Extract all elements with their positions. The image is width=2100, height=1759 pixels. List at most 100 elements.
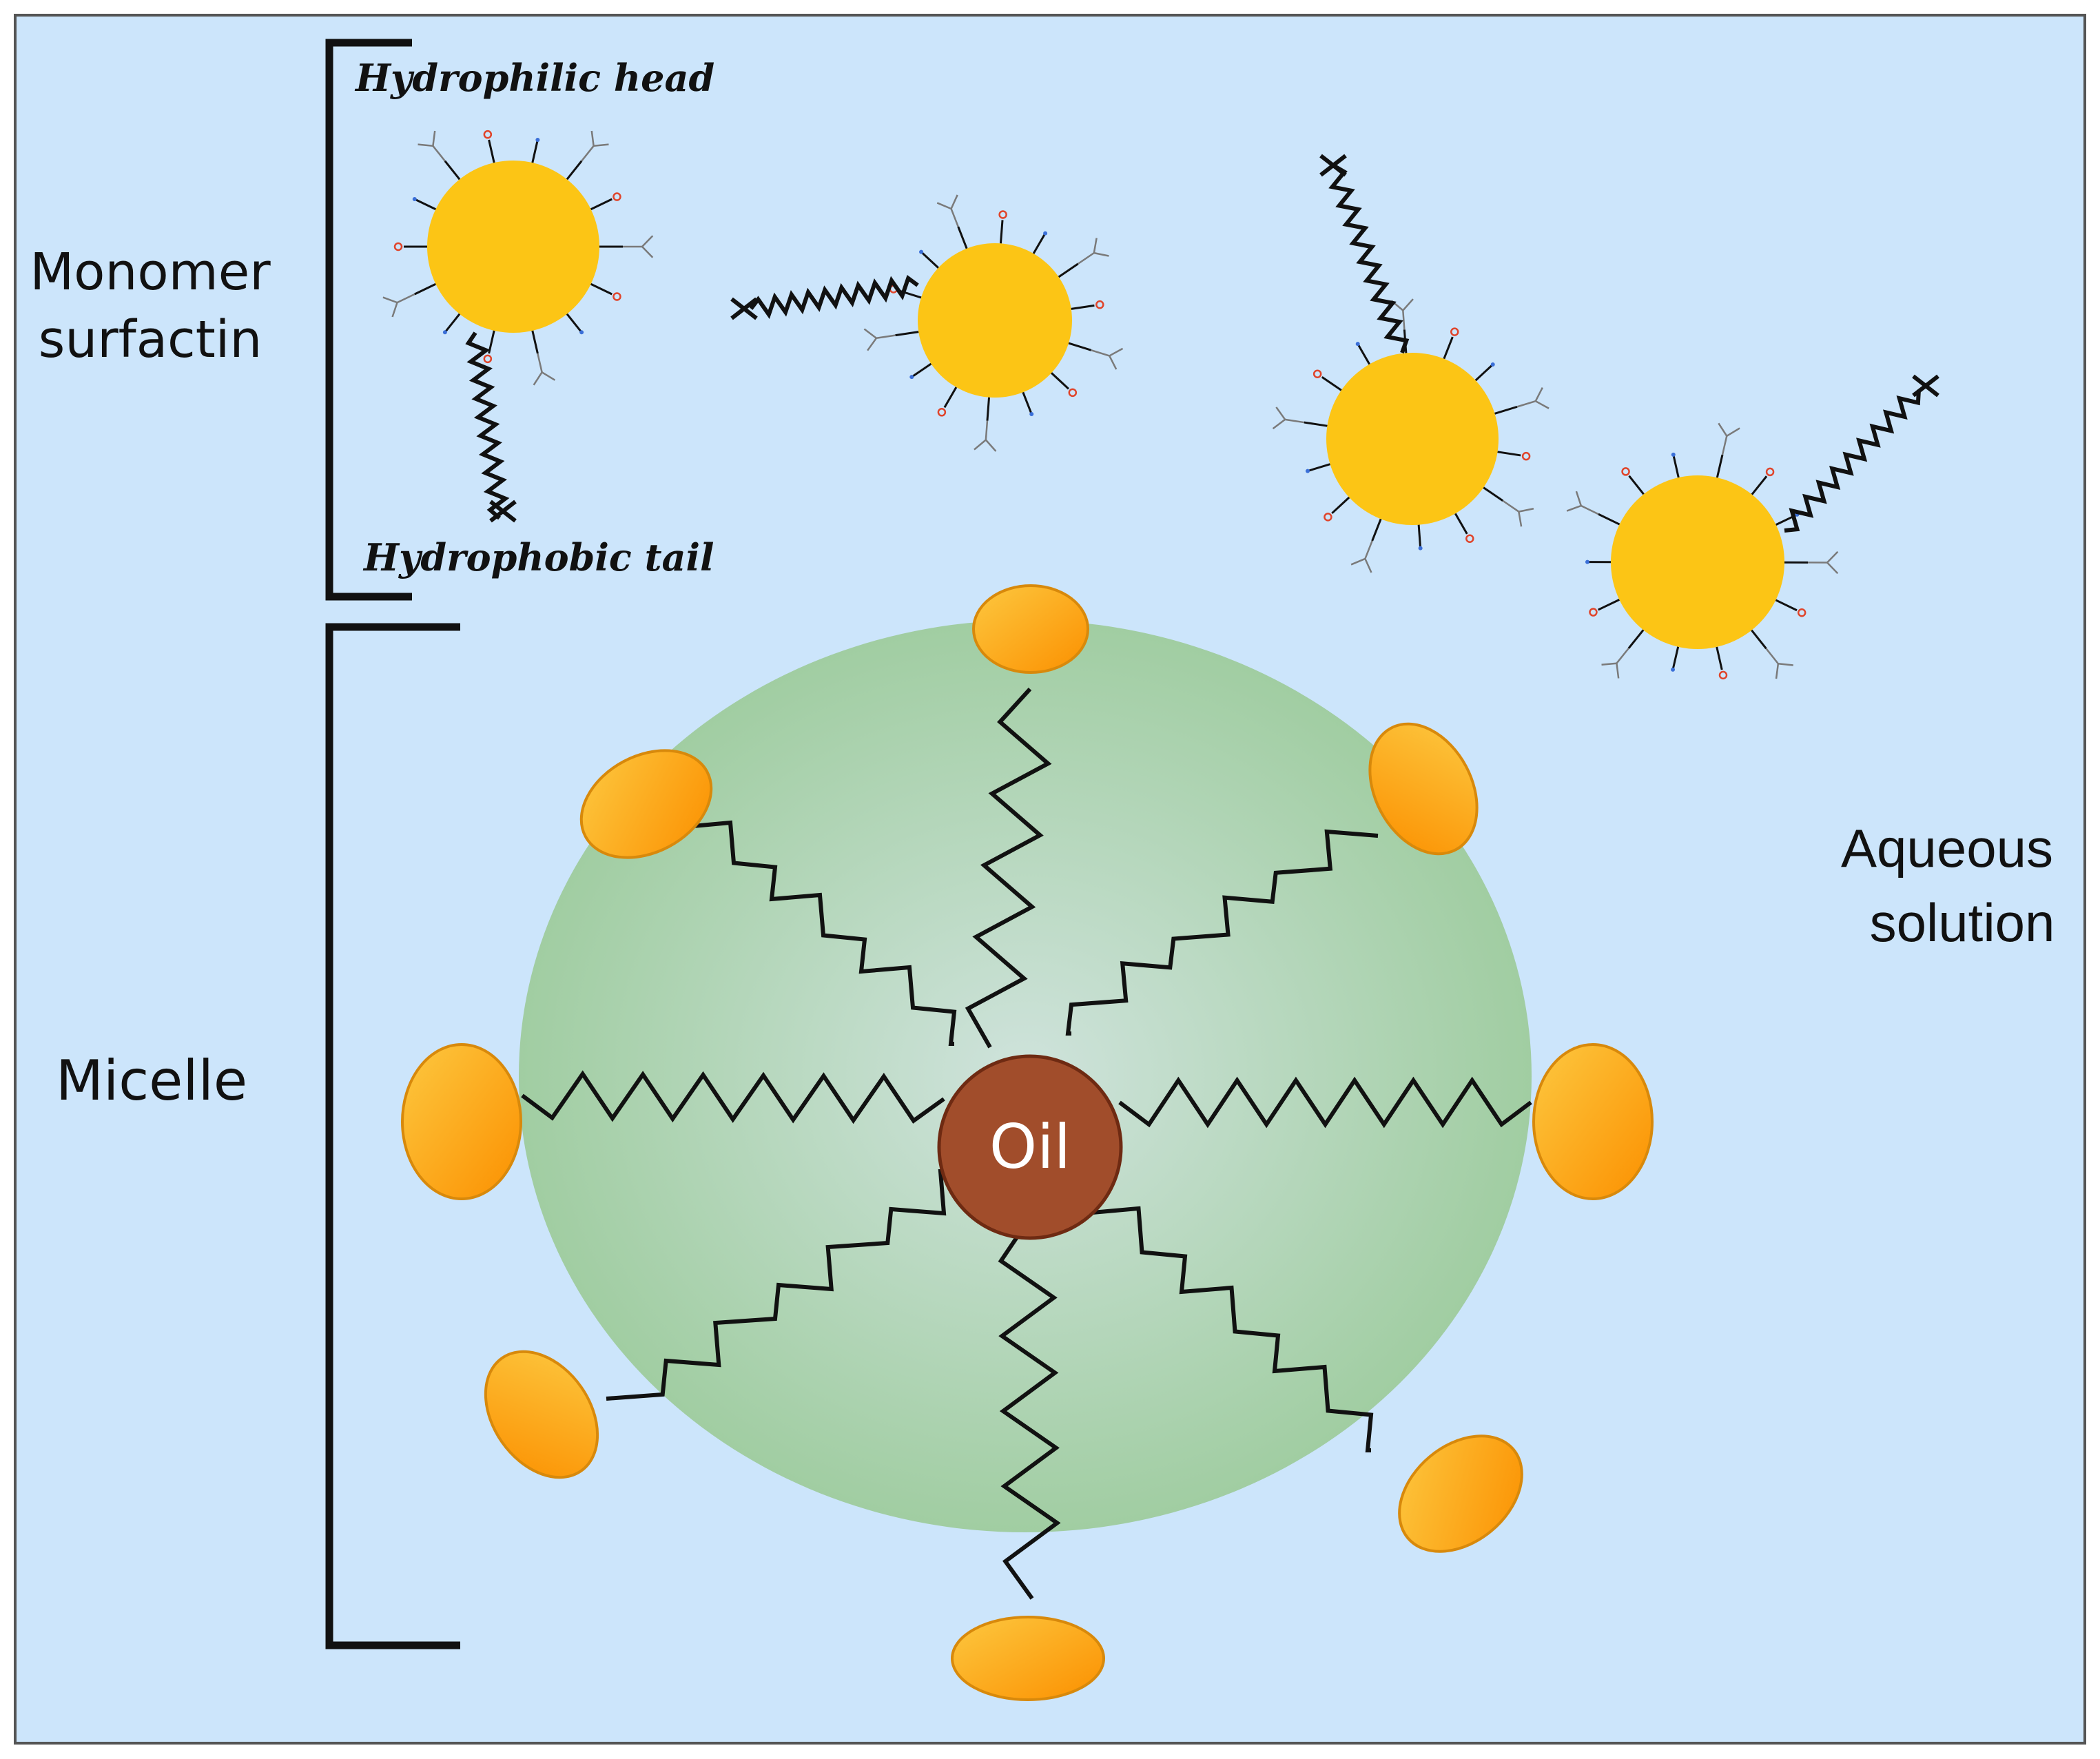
side-chain: [1616, 663, 1620, 679]
micelle-head-ellipse: [579, 749, 713, 859]
bond: [590, 198, 612, 211]
side-chain: [936, 202, 952, 210]
bond: [1671, 646, 1680, 670]
carbonyl-oxygen: [1095, 300, 1104, 309]
tail-left: [521, 1070, 945, 1124]
amide-nitrogen: [1043, 231, 1048, 236]
side-chain: [1616, 648, 1629, 664]
bond: [1032, 232, 1047, 254]
bond: [1371, 518, 1382, 542]
tail-branch: [1912, 374, 1939, 398]
bond: [414, 198, 437, 211]
side-chain: [1726, 427, 1740, 437]
bond: [957, 226, 968, 249]
carbonyl-oxygen: [1465, 534, 1474, 544]
side-chain: [1534, 387, 1543, 402]
side-chain: [985, 420, 989, 440]
side-chain: [396, 293, 415, 304]
bond: [1598, 513, 1620, 526]
surfactin-label: surfactin: [39, 310, 262, 369]
micelle-head-ellipse: [1532, 1043, 1654, 1200]
bond: [1417, 524, 1422, 548]
tail-right: [1118, 1076, 1532, 1129]
bond: [1598, 599, 1620, 611]
carbonyl-oxygen: [937, 408, 947, 417]
monomer-label: Monomer: [30, 243, 271, 302]
carbonyl-oxygen: [483, 354, 493, 364]
side-chain: [391, 302, 398, 318]
carbonyl-oxygen: [1324, 513, 1332, 522]
side-chain: [950, 208, 959, 227]
aqueous-label: Aqueous: [1841, 818, 2053, 878]
micelle-head-ellipse: [951, 1616, 1105, 1701]
hydrophilic-head-label: Hydrophilic head: [354, 56, 714, 100]
hydrophilic-head-ring: [918, 243, 1072, 398]
tail-top: [965, 687, 1052, 1049]
hydrophobic-tail: [465, 331, 510, 520]
bond: [1307, 463, 1330, 473]
side-chain: [1519, 507, 1534, 513]
side-chain: [1093, 238, 1098, 254]
side-chain: [641, 235, 654, 247]
carbonyl-oxygen: [1450, 327, 1459, 336]
amide-nitrogen: [1490, 362, 1495, 367]
side-chain: [1575, 491, 1583, 506]
side-chain: [1272, 418, 1286, 430]
side-chain: [533, 371, 543, 386]
carbonyl-oxygen: [998, 210, 1007, 219]
bond: [444, 160, 461, 181]
side-chain: [1601, 662, 1617, 666]
side-chain: [581, 145, 595, 162]
side-chain: [1502, 500, 1520, 513]
side-chain: [537, 353, 543, 373]
bond: [1716, 454, 1724, 478]
bond: [895, 331, 919, 337]
side-chain: [1721, 435, 1728, 455]
side-chain: [1109, 355, 1118, 370]
bond: [1474, 363, 1494, 382]
side-chain: [1364, 540, 1373, 559]
bond: [414, 282, 437, 296]
side-chain: [541, 371, 556, 381]
oil-droplet: [937, 1054, 1123, 1240]
monomer-bracket: [325, 39, 412, 601]
tail-lower-right: [1091, 1206, 1374, 1452]
side-chain: [1077, 252, 1095, 265]
bond: [1022, 391, 1033, 415]
surfactin-monomer: [730, 194, 1124, 452]
amide-nitrogen: [579, 330, 584, 335]
side-chain: [1516, 400, 1536, 408]
bond: [444, 313, 461, 333]
side-chain: [1718, 422, 1728, 437]
amide-nitrogen: [1671, 667, 1676, 672]
side-chain: [867, 338, 877, 351]
bond: [986, 397, 991, 421]
amide-nitrogen: [1305, 469, 1310, 473]
bond: [566, 160, 583, 181]
tail-bottom: [998, 1222, 1061, 1600]
micelle-head-ellipse: [1398, 1434, 1523, 1553]
side-chain: [1826, 551, 1839, 564]
micelle-label: Micelle: [56, 1049, 247, 1113]
carbonyl-oxygen: [393, 242, 403, 251]
bond: [1672, 454, 1680, 478]
side-chain: [1091, 349, 1110, 357]
side-chain: [432, 145, 446, 162]
carbonyl-oxygen: [1068, 388, 1078, 398]
micelle-head-ellipse: [1368, 722, 1479, 856]
solution-label: solution: [1870, 892, 2055, 953]
amide-nitrogen: [1418, 546, 1423, 551]
side-chain: [590, 130, 595, 146]
side-chain: [1518, 511, 1523, 527]
bond: [488, 139, 495, 163]
bond: [531, 330, 539, 354]
amide-nitrogen: [1029, 411, 1034, 416]
bond: [999, 220, 1004, 244]
side-chain: [1778, 663, 1793, 666]
side-chain: [1093, 251, 1109, 257]
micelle-bracket: [325, 623, 460, 1649]
micelle-head-ellipse: [484, 1350, 599, 1479]
bond: [1716, 646, 1723, 670]
